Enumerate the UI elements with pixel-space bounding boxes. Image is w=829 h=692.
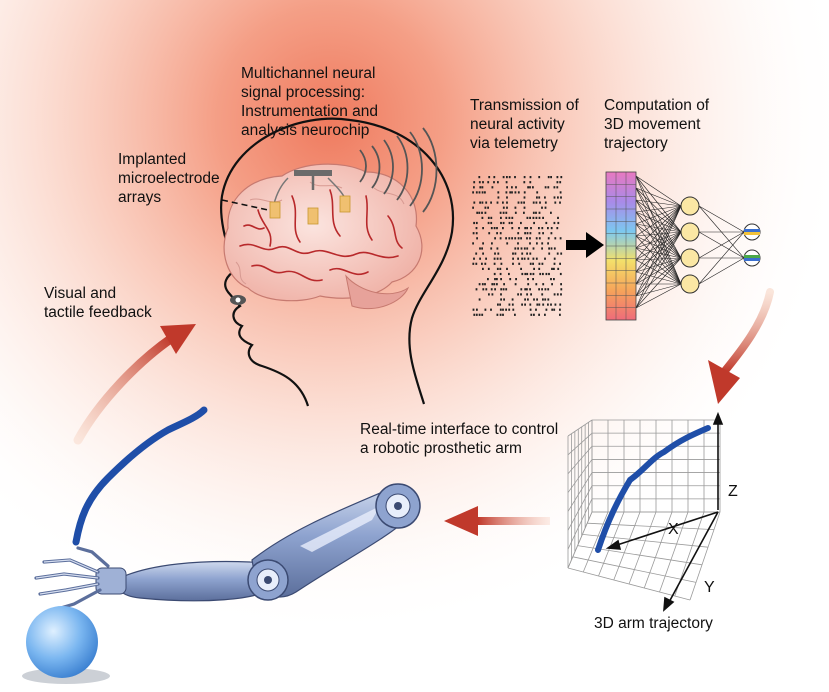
axis-y-label: Y <box>704 579 715 596</box>
implanted-arrays-label: Implanted microelectrode arrays <box>118 151 220 206</box>
to-arm-arrow <box>444 506 550 536</box>
arm-trajectory-trace <box>72 406 208 546</box>
3d-plot-icon <box>567 411 724 612</box>
output-node-2 <box>743 249 761 267</box>
feedback-label: Visual and tactile feedback <box>44 285 152 321</box>
axis-x-label: X <box>668 521 679 538</box>
transmission-label: Transmission of neural activity via tele… <box>470 97 579 152</box>
transmission-arrow <box>566 232 604 258</box>
brain-icon <box>223 163 423 310</box>
axis-z-label: Z <box>728 483 738 500</box>
telemetry-waves-icon <box>359 127 438 213</box>
feedback-arrow <box>73 324 196 445</box>
output-node-1 <box>743 223 761 241</box>
spike-raster-icon <box>472 176 563 316</box>
implant-pointer <box>221 199 269 211</box>
signal-processing-label: Multichannel neural signal processing: I… <box>241 65 379 139</box>
robotic-arm-icon <box>34 483 421 612</box>
to-plot-arrow <box>708 288 774 404</box>
computation-label: Computation of 3D movement trajectory <box>604 97 710 152</box>
eye-icon <box>230 295 246 305</box>
neurochip-icon <box>269 170 351 225</box>
ball-icon <box>22 606 110 684</box>
arm-trajectory-label: 3D arm trajectory <box>594 615 713 632</box>
neural-network-icon <box>605 171 761 321</box>
head-profile-icon <box>220 117 455 407</box>
interface-label: Real-time interface to control a robotic… <box>360 421 559 457</box>
